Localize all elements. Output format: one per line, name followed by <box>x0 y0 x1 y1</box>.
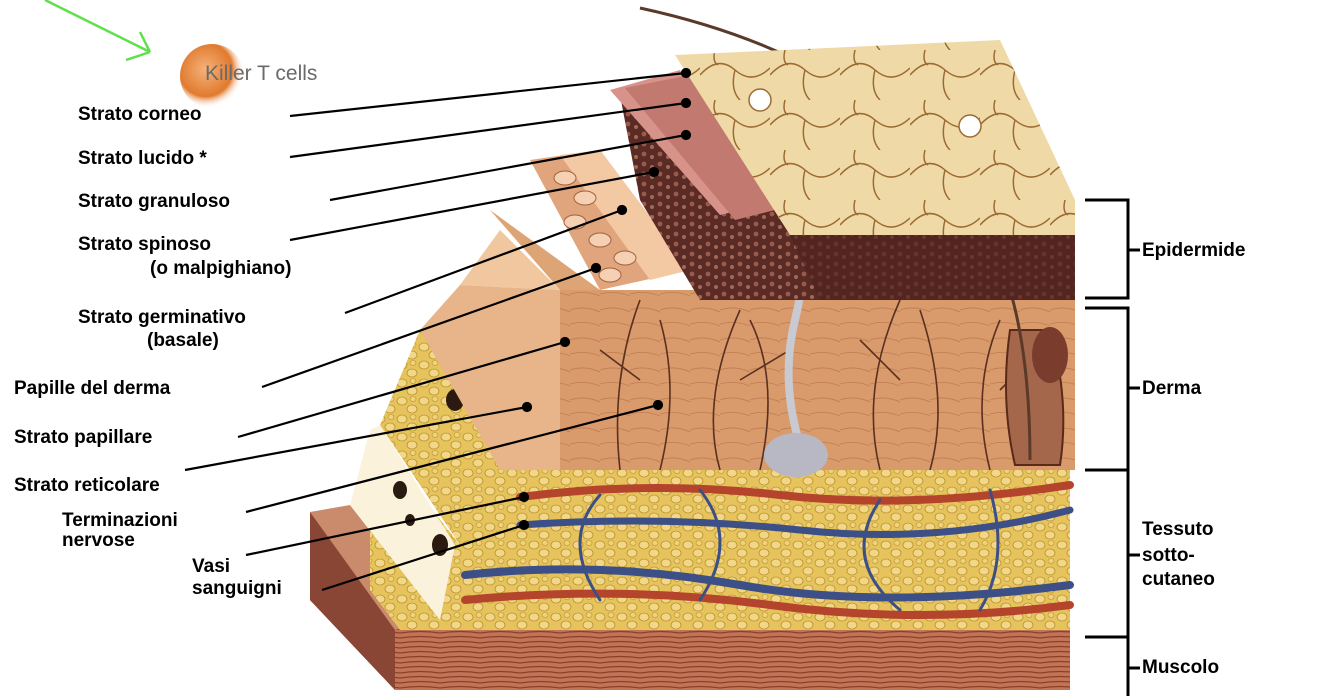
label-strato-spinoso-sub: (o malpighiano) <box>150 258 291 280</box>
label-strato-papillare: Strato papillare <box>14 427 152 449</box>
killer-t-cells-badge: Killer T cells <box>205 62 317 86</box>
region-epidermide: Epidermide <box>1142 240 1245 262</box>
region-brackets <box>1085 200 1140 696</box>
label-sanguigni: sanguigni <box>192 578 282 600</box>
label-strato-reticolare: Strato reticolare <box>14 475 160 497</box>
label-strato-lucido: Strato lucido * <box>78 148 207 170</box>
region-tessuto-1: Tessuto <box>1142 518 1213 542</box>
label-strato-granuloso: Strato granuloso <box>78 191 230 213</box>
label-strato-germinativo-sub: (basale) <box>147 330 219 352</box>
epidermis-layer <box>530 40 1075 300</box>
region-tessuto-2: sotto- <box>1142 545 1195 567</box>
region-muscolo: Muscolo <box>1142 657 1219 679</box>
label-nervose: nervose <box>62 530 135 552</box>
label-strato-corneo: Strato corneo <box>78 104 202 126</box>
label-terminazioni: Terminazioni <box>62 510 178 532</box>
region-tessuto-3: cutaneo <box>1142 569 1215 591</box>
label-strato-germinativo: Strato germinativo <box>78 307 246 329</box>
pointer-arrow-icon <box>45 0 150 60</box>
region-derma: Derma <box>1142 378 1201 400</box>
label-strato-spinoso: Strato spinoso <box>78 234 211 256</box>
label-vasi: Vasi <box>192 556 230 578</box>
label-papille-derma: Papille del derma <box>14 378 170 400</box>
